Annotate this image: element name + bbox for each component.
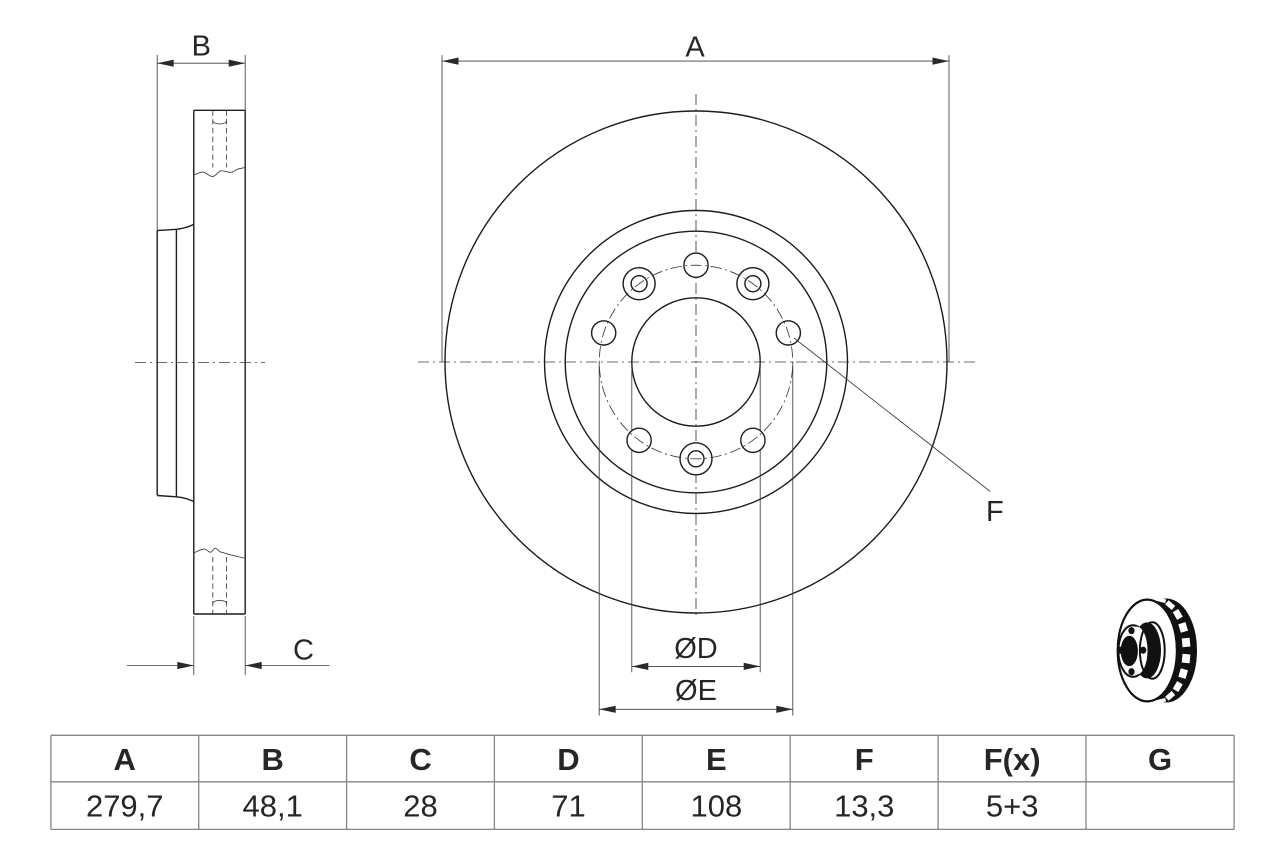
svg-text:13,3: 13,3 <box>834 788 894 823</box>
svg-text:279,7: 279,7 <box>86 788 164 823</box>
svg-text:B: B <box>261 742 283 777</box>
svg-text:5+3: 5+3 <box>986 788 1039 823</box>
svg-text:ØE: ØE <box>675 675 717 707</box>
svg-text:ØD: ØD <box>674 633 718 665</box>
svg-text:A: A <box>114 742 136 777</box>
svg-text:28: 28 <box>403 788 437 823</box>
svg-text:A: A <box>685 32 705 64</box>
svg-text:E: E <box>706 742 727 777</box>
svg-text:B: B <box>192 31 211 63</box>
svg-text:48,1: 48,1 <box>242 788 302 823</box>
svg-text:F: F <box>986 496 1004 528</box>
svg-text:C: C <box>293 635 314 667</box>
svg-text:108: 108 <box>690 788 742 823</box>
svg-text:F(x): F(x) <box>984 742 1041 777</box>
svg-text:F: F <box>855 742 874 777</box>
svg-text:C: C <box>409 742 431 777</box>
svg-text:G: G <box>1148 742 1172 777</box>
svg-text:D: D <box>557 742 579 777</box>
svg-text:71: 71 <box>551 788 585 823</box>
